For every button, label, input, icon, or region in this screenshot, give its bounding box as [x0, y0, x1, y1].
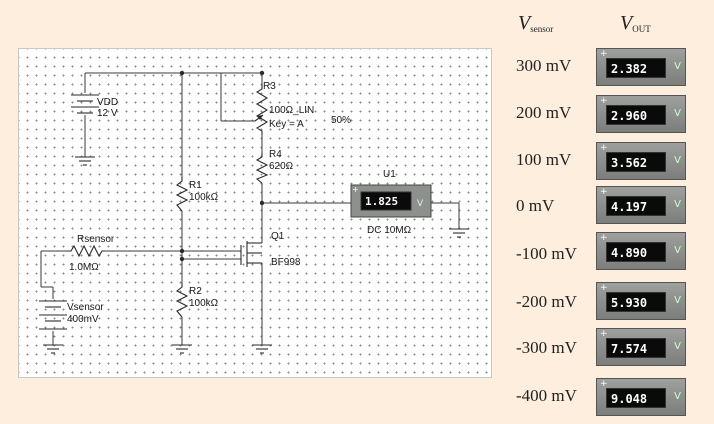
r1-value: 100kΩ — [189, 192, 219, 203]
r3-name: R3 — [263, 81, 276, 92]
meter-plus-sign: + — [600, 283, 608, 293]
meter-plus-sign: + — [600, 96, 608, 106]
meter-reading: 2.382 — [606, 58, 666, 78]
r3-percent: 50% — [331, 115, 351, 126]
meter-reading: 7.574 — [606, 338, 666, 358]
u1-reading: 1.825 — [365, 195, 398, 208]
r4-value: 620Ω — [269, 161, 294, 172]
row-label-vsensor: -400 mV — [516, 386, 577, 405]
meter-unit: V — [674, 391, 681, 402]
meter-unit: V — [674, 295, 681, 306]
vout-meter[interactable]: + 4.197 V — [596, 186, 686, 224]
vsensor-battery-symbol — [39, 300, 67, 330]
vdd-value: 12 V — [97, 108, 118, 119]
meter-reading: 3.562 — [606, 152, 666, 172]
u1-name: U1 — [383, 169, 396, 180]
u1-multimeter[interactable]: + 1.825 V — [350, 184, 432, 218]
meter-plus-sign: + — [600, 329, 608, 339]
r2-value: 100kΩ — [189, 298, 219, 309]
header-vout: VOUT — [620, 12, 651, 34]
u1-unit: V — [417, 199, 424, 209]
meter-unit: V — [674, 155, 681, 166]
meter-plus-sign: + — [600, 379, 608, 389]
meter-unit: V — [674, 199, 681, 210]
ground-symbol — [43, 344, 63, 354]
meter-plus-sign: + — [600, 143, 608, 153]
row-label-vsensor: 0 mV — [516, 196, 555, 215]
row-label-vsensor: -200 mV — [516, 292, 577, 311]
q1-name: Q1 — [271, 231, 285, 242]
rsensor-name: Rsensor — [77, 234, 115, 245]
rsensor-resistor-symbol — [67, 244, 105, 258]
ground-symbol — [252, 344, 272, 354]
r2-resistor-symbol — [175, 283, 189, 318]
header-vsensor: Vsensor — [518, 12, 554, 34]
schematic-canvas: VDD 12 V R3 100Ω_LIN Key = A 50% R4 620Ω… — [18, 48, 492, 378]
vout-meter[interactable]: + 7.574 V — [596, 328, 686, 366]
vout-meter[interactable]: + 9.048 V — [596, 378, 686, 416]
readings-table: Vsensor VOUT 300 mV + 2.382 V 200 mV + 2… — [500, 0, 714, 424]
meter-reading: 4.197 — [606, 196, 666, 216]
rsensor-value: 1.0MΩ — [69, 262, 99, 273]
r3-key: Key = A — [269, 119, 304, 130]
vdd-battery-symbol — [71, 94, 99, 114]
ground-symbol — [449, 228, 469, 238]
vdd-name: VDD — [97, 97, 118, 108]
meter-unit: V — [674, 341, 681, 352]
q1-model: BF998 — [271, 257, 301, 268]
r1-resistor-symbol — [175, 177, 189, 212]
wires — [40, 72, 460, 345]
row-label-vsensor: 300 mV — [516, 56, 572, 75]
u1-mode: DC 10MΩ — [367, 225, 412, 236]
meter-unit: V — [674, 245, 681, 256]
vsensor-value: 400mV — [67, 314, 99, 325]
meter-unit: V — [674, 108, 681, 119]
ground-symbol — [172, 344, 192, 354]
vout-meter[interactable]: + 2.382 V — [596, 48, 686, 86]
meter-unit: V — [674, 61, 681, 72]
r3-resistor-symbol — [255, 85, 269, 135]
vsensor-name: Vsensor — [67, 302, 104, 313]
ground-symbol — [75, 156, 95, 166]
r3-spec: 100Ω_LIN — [269, 105, 314, 116]
meter-plus-sign: + — [600, 233, 608, 243]
r4-name: R4 — [269, 149, 282, 160]
circuit-diagram: VDD 12 V R3 100Ω_LIN Key = A 50% R4 620Ω… — [39, 70, 469, 354]
row-label-vsensor: -100 mV — [516, 244, 577, 263]
r3-wiper-arrowhead — [257, 115, 263, 120]
vout-meter[interactable]: + 3.562 V — [596, 142, 686, 180]
meter-plus-sign: + — [600, 49, 608, 59]
r4-resistor-symbol — [255, 153, 269, 184]
row-label-vsensor: 100 mV — [516, 150, 572, 169]
vout-meter[interactable]: + 2.960 V — [596, 95, 686, 133]
r1-name: R1 — [189, 180, 202, 191]
meter-reading: 5.930 — [606, 292, 666, 312]
meter-reading: 4.890 — [606, 242, 666, 262]
row-label-vsensor: -300 mV — [516, 338, 577, 357]
r2-name: R2 — [189, 286, 202, 297]
row-label-vsensor: 200 mV — [516, 103, 572, 122]
junction-dots — [179, 70, 265, 262]
meter-reading: 9.048 — [606, 388, 666, 408]
vout-meter[interactable]: + 5.930 V — [596, 282, 686, 320]
meter-reading: 2.960 — [606, 105, 666, 125]
u1-plus-sign: + — [352, 185, 359, 194]
vout-meter[interactable]: + 4.890 V — [596, 232, 686, 270]
meter-plus-sign: + — [600, 187, 608, 197]
q1-mosfet-symbol — [240, 241, 262, 267]
